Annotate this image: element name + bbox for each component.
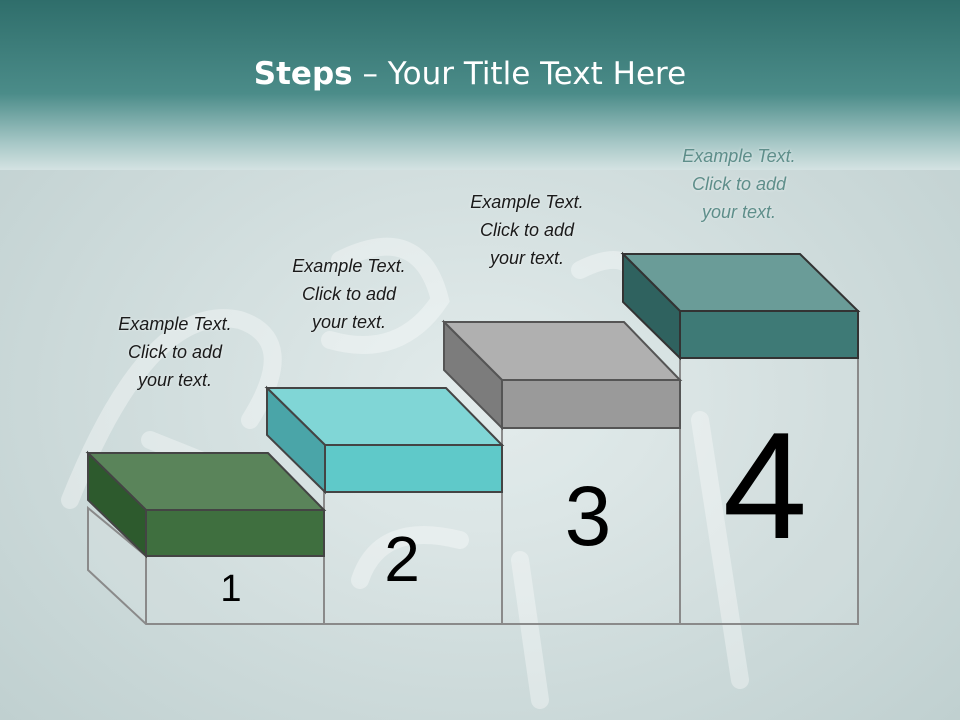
step-4-text[interactable]: Example Text. Click to add your text. xyxy=(682,146,796,222)
header-band xyxy=(0,0,960,170)
step-block-2 xyxy=(264,385,505,495)
step-2-text[interactable]: Example Text. Click to add your text. xyxy=(292,256,406,332)
step-1-number: 1 xyxy=(220,568,242,610)
step-block-3 xyxy=(441,319,683,431)
slide-title[interactable]: Steps – Your Title Text Here xyxy=(0,56,940,92)
step-3-text[interactable]: Example Text. Click to add your text. xyxy=(470,192,584,268)
step-4-number: 4 xyxy=(722,401,808,571)
step-2-number: 2 xyxy=(384,523,420,595)
title-rest: – Your Title Text Here xyxy=(352,56,687,92)
step-block-4 xyxy=(620,251,861,361)
step-3-number: 3 xyxy=(564,469,612,563)
title-bold: Steps xyxy=(253,56,353,92)
step-1-text[interactable]: Example Text. Click to add your text. xyxy=(118,314,232,390)
step-block-1 xyxy=(85,450,327,559)
